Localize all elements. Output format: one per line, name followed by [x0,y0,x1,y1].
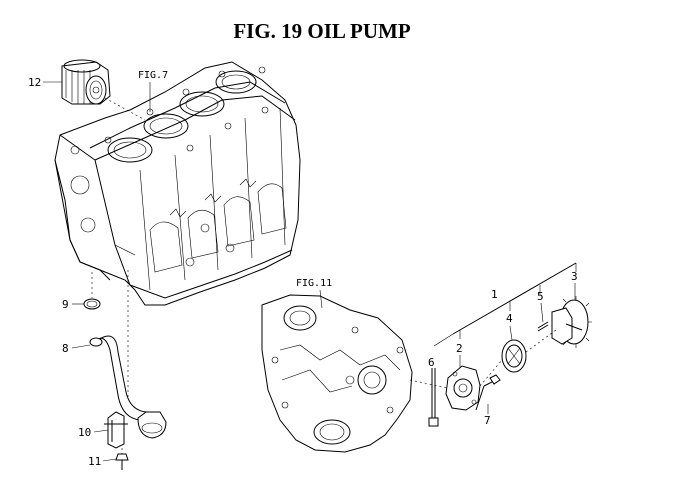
callout-10: 10 [78,426,91,439]
assembly-bracket-lines [433,262,577,347]
callout-3: 3 [571,270,578,283]
diagram-title: FIG. 19 OIL PUMP [233,19,411,43]
gear-case [261,294,413,453]
bracket-bolt [115,453,129,470]
pump-bolt-6 [428,368,439,427]
o-ring [83,298,101,310]
callout-9: 9 [62,298,69,311]
pump-pin [537,321,549,332]
callout-2: 2 [456,342,463,355]
fig11-reference: FIG.11 [296,278,332,289]
pump-bolt-7 [475,374,501,411]
pipe-bracket [104,411,128,449]
callout-6: 6 [428,356,435,369]
oil-suction-pipe [89,335,167,439]
pump-gear [551,296,592,348]
callout-8: 8 [62,342,69,355]
outer-rotor [501,339,527,373]
callout-11: 11 [88,455,101,468]
callout-5: 5 [537,290,544,303]
callout-1: 1 [491,288,498,301]
fig7-reference: FIG.7 [138,70,168,81]
cylinder-block [54,61,301,306]
callout-4: 4 [506,312,513,325]
oil-filter [61,59,111,105]
pump-body [445,365,481,411]
callout-7: 7 [484,414,491,427]
callout-12: 12 [28,76,41,89]
